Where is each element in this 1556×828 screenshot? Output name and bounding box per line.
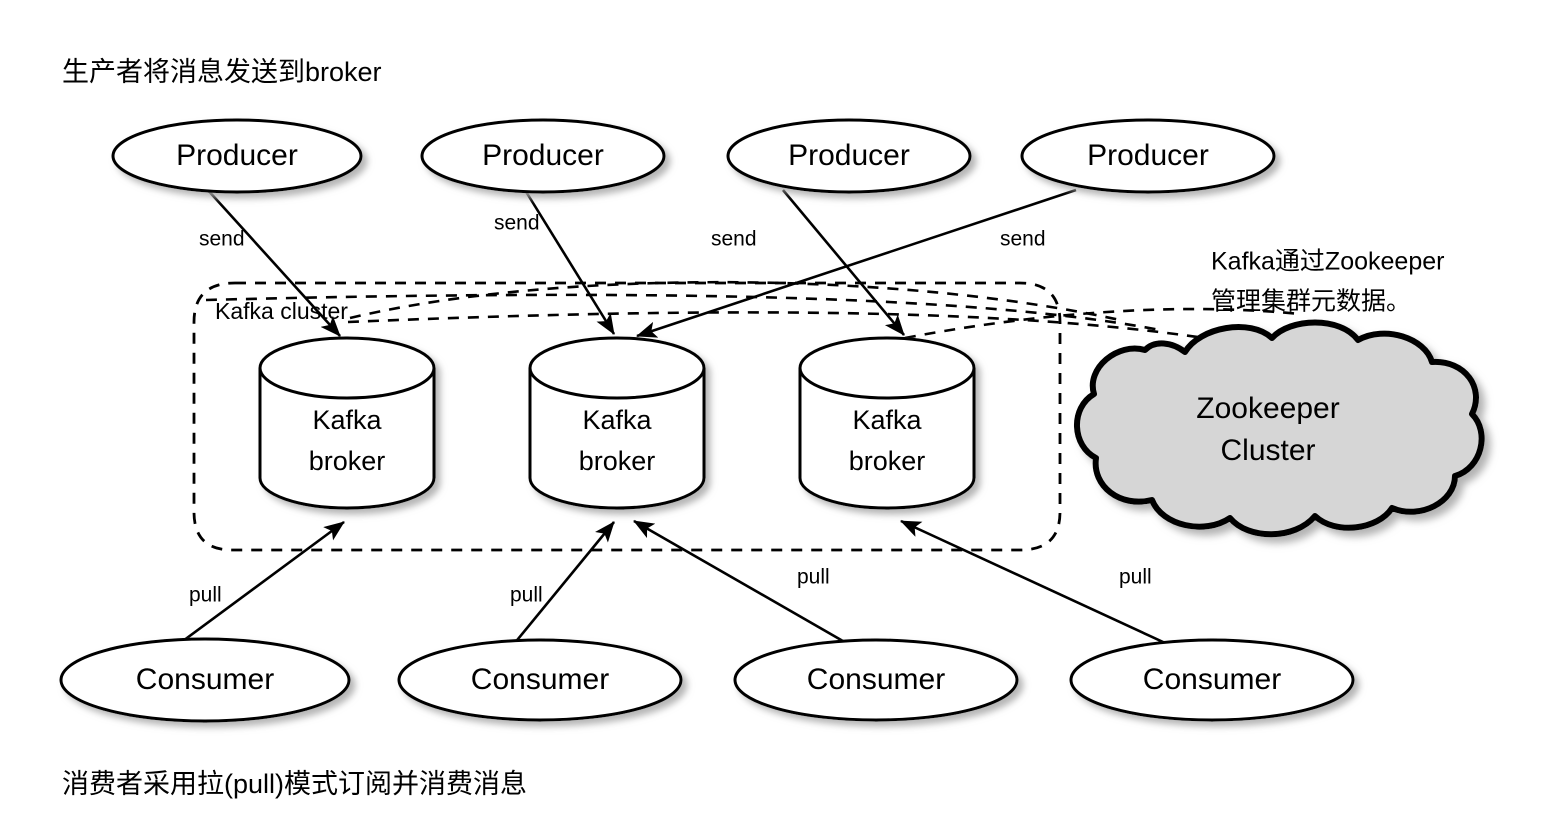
zookeeper-link-1 [349,280,1121,322]
bottom-caption: 消费者采用拉(pull)模式订阅并消费消息 [62,769,527,799]
send-edge-3 [782,189,905,336]
send-label-4: send [1000,228,1046,251]
zookeeper-cloud-node[interactable]: Zookeeper Cluster [1074,319,1485,538]
broker-label-line2-3: broker [849,446,926,476]
pull-edge-2 [507,521,616,651]
send-edge-2 [523,189,616,335]
brokers-group: Kafka broker Kafka broker Kafka broker [258,336,976,510]
consumer-node-2[interactable]: Consumer [397,638,683,722]
producer-ellipse-1 [111,118,363,194]
kafka-cluster-boundary [192,281,1062,552]
consumers-group: Consumer Consumer Consumer Consumer [59,637,1355,723]
consumer-ellipse-4 [1069,638,1355,722]
send-labels-group: send send send send [199,212,1046,251]
consumer-node-4[interactable]: Consumer [1069,638,1355,722]
top-caption: 生产者将消息发送到broker [62,57,382,87]
broker-label-line2-1: broker [309,446,386,476]
producer-node-3[interactable]: Producer [726,118,972,194]
send-label-3: send [711,228,757,251]
broker-cylinder-top-3 [798,367,976,400]
broker-label-line1-3: Kafka [852,405,922,435]
pull-edges-group [167,519,1177,654]
broker-node-2[interactable]: Kafka broker [528,336,706,510]
producer-label-1: Producer [176,139,298,172]
zookeeper-link-group [205,280,1301,357]
consumer-ellipse-1 [59,637,351,723]
consumer-ellipse-3 [733,638,1019,722]
consumer-label-1: Consumer [136,663,274,696]
consumer-label-4: Consumer [1143,663,1281,696]
pull-edge-3 [633,519,863,654]
broker-node-1[interactable]: Kafka broker [258,336,436,510]
zookeeper-cloud-shape [1074,319,1485,538]
consumer-node-3[interactable]: Consumer [733,638,1019,722]
pull-edge-4 [900,519,1177,650]
broker-label-line2-2: broker [579,446,656,476]
broker-cylinder-body-2 [528,336,706,510]
consumer-node-1[interactable]: Consumer [59,637,351,723]
producer-label-3: Producer [788,139,910,172]
producer-ellipse-2 [420,118,666,194]
pull-labels-group: pull pull pull pull [189,566,1152,607]
producer-ellipse-4 [1020,118,1276,194]
producer-node-2[interactable]: Producer [420,118,666,194]
producer-label-4: Producer [1087,139,1209,172]
pull-label-4: pull [1119,566,1152,589]
broker-cylinder-top-1 [258,367,436,400]
zookeeper-link-4 [904,307,1301,340]
broker-cylinder-body-1 [258,336,436,510]
zookeeper-note-line2: 管理集群元数据。 [1211,288,1411,316]
producers-group: Producer Producer Producer Producer [111,118,1276,194]
pull-label-3: pull [797,566,830,589]
producer-node-1[interactable]: Producer [111,118,363,194]
consumer-ellipse-2 [397,638,683,722]
zookeeper-note-line1: Kafka通过Zookeeper [1211,248,1444,276]
broker-label-line1-2: Kafka [582,405,652,435]
pull-edge-1 [167,520,345,654]
send-edge-1 [205,187,341,337]
producer-label-2: Producer [482,139,604,172]
broker-node-3[interactable]: Kafka broker [798,336,976,510]
send-label-1: send [199,228,245,251]
consumer-label-2: Consumer [471,663,609,696]
zookeeper-note-group: Kafka通过Zookeeper 管理集群元数据。 [1211,248,1444,316]
broker-cylinder-top-2 [528,367,706,400]
broker-label-line1-1: Kafka [312,405,382,435]
zookeeper-label-line2: Cluster [1220,434,1315,467]
send-label-2: send [494,212,540,235]
kafka-cluster-label: Kafka cluster [215,298,348,324]
consumer-label-3: Consumer [807,663,945,696]
send-edges-group [205,187,1077,338]
pull-label-2: pull [510,584,543,607]
zookeeper-label-line1: Zookeeper [1196,392,1339,425]
broker-cylinder-body-3 [798,336,976,510]
producer-node-4[interactable]: Producer [1020,118,1276,194]
zookeeper-link-2 [205,293,1161,332]
zookeeper-link-3 [347,311,1285,357]
producer-ellipse-3 [726,118,972,194]
pull-label-1: pull [189,584,222,607]
